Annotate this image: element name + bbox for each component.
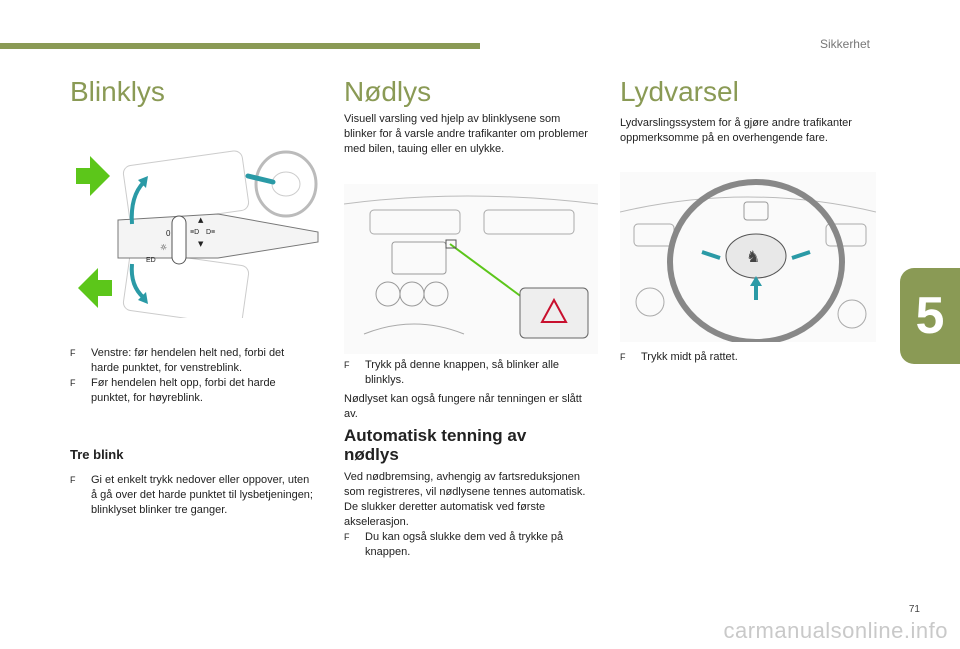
title-nodlys: Nødlys <box>344 76 432 107</box>
watermark: carmanualsonline.info <box>723 618 948 643</box>
left-arrow-icon <box>78 268 112 308</box>
lydvarsel-bullet: Trykk midt på rattet. <box>620 350 878 365</box>
hazard-triangle-icon <box>540 297 568 323</box>
horn-emblem-icon: ♞ <box>746 247 760 266</box>
blinklys-bullet-right: Før hendelen helt opp, forbi det harde p… <box>70 376 315 406</box>
lydvarsel-instructions: Trykk midt på rattet. <box>620 350 878 365</box>
nodlys-intro: Visuell varsling ved hjelp av blinklysen… <box>344 113 588 155</box>
stalk-symbol-beam: ED <box>146 257 156 264</box>
stalk-symbol-fog-rear: D≡ <box>206 229 215 236</box>
blinklys-instructions: Venstre: før hendelen helt ned, forbi de… <box>70 346 315 406</box>
lydvarsel-intro: Lydvarslingssystem for å gjøre andre tra… <box>620 117 852 144</box>
section-label: Sikkerhet <box>819 37 870 51</box>
subtitle-tre-blink: Tre blink <box>70 447 124 462</box>
stalk-symbol-up: ▲ <box>198 216 204 224</box>
down-motion-arrow-icon <box>138 292 148 304</box>
nodlys-bullet: Trykk på denne knappen, så blinker alle … <box>344 358 589 388</box>
up-motion-arrow-icon <box>138 176 148 188</box>
subtitle-automatisk-tenning: Automatisk tenning av nødlys <box>344 426 527 464</box>
stalk-symbol-fog-front: ≡D <box>190 229 199 236</box>
figure-horn-steering-wheel: ♞ <box>620 172 876 342</box>
chapter-tab: 5 <box>900 268 960 364</box>
blinklys-bullet-left: Venstre: før hendelen helt ned, forbi de… <box>70 346 315 376</box>
automatisk-bullet: Du kan også slukke dem ved å trykke på k… <box>344 530 599 560</box>
page-number: 71 <box>908 604 920 615</box>
header-accent-bar <box>0 43 480 49</box>
title-lydvarsel: Lydvarsel <box>620 76 739 107</box>
tre-blink-bullet: Gi et enkelt trykk nedover eller oppover… <box>70 473 315 518</box>
figure-hazard-button <box>344 184 598 354</box>
tre-blink-instructions: Gi et enkelt trykk nedover eller oppover… <box>70 473 315 518</box>
title-blinklys: Blinklys <box>70 76 165 107</box>
stalk-symbol-0: 0 <box>166 229 171 238</box>
stalk-symbol-down: ▼ <box>198 240 204 248</box>
press-arrow-icon <box>750 276 762 286</box>
automatisk-para2: De slukker deretter automatisk ved først… <box>344 501 546 528</box>
figure-turn-signal-stalk: 0 ☼ ED ≡D D≡ ▲ ▼ <box>68 146 320 318</box>
automatisk-para1: Ved nødbremsing, avhengig av fartsreduks… <box>344 471 586 498</box>
nodlys-note: Nødlyset kan også fungere når tenningen … <box>344 393 582 420</box>
right-arrow-icon <box>76 156 110 196</box>
nodlys-instructions: Trykk på denne knappen, så blinker alle … <box>344 358 589 388</box>
automatisk-tenning-text: Ved nødbremsing, avhengig av fartsreduks… <box>344 470 599 560</box>
stalk-symbol-sun: ☼ <box>160 243 167 252</box>
